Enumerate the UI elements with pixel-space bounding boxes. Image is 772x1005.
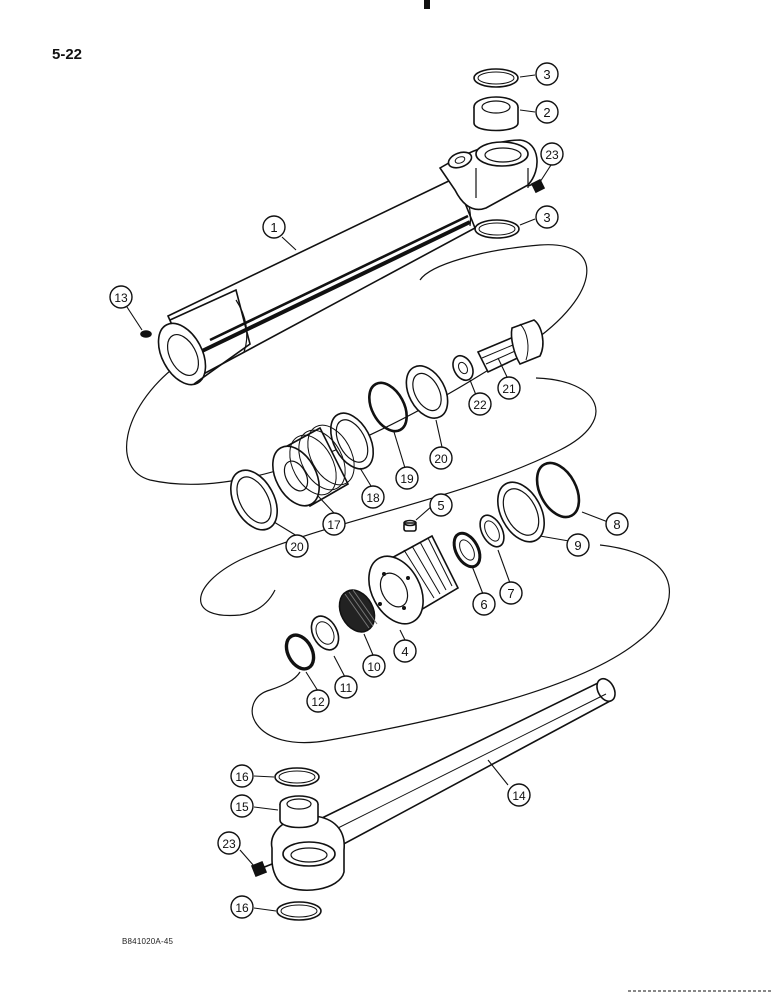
ring-part-20-lower bbox=[230, 469, 278, 531]
callout-4: 4 bbox=[393, 639, 417, 663]
callout-7-label: 7 bbox=[507, 586, 514, 601]
leader-lines bbox=[126, 74, 609, 912]
callout-21-label: 21 bbox=[502, 382, 516, 396]
callout-17: 17 bbox=[322, 512, 346, 536]
callout-22-label: 22 bbox=[473, 398, 487, 412]
callout-5-label: 5 bbox=[437, 498, 444, 513]
ring-part-6 bbox=[452, 531, 482, 569]
bushing-part-2 bbox=[473, 96, 519, 132]
callout-8-label: 8 bbox=[613, 517, 620, 532]
callouts: 3 2 23 3 1 13 21 22 bbox=[109, 62, 629, 919]
callout-16-bottom-label: 16 bbox=[235, 901, 249, 915]
callout-19: 19 bbox=[395, 466, 419, 490]
callout-18: 18 bbox=[361, 485, 385, 509]
callout-4-label: 4 bbox=[401, 644, 408, 659]
callout-18-label: 18 bbox=[366, 491, 380, 505]
seal-part-16-top bbox=[274, 767, 320, 787]
callout-23-bottom: 23 bbox=[217, 831, 241, 855]
callout-17-label: 17 bbox=[327, 518, 341, 532]
bushing-part-15 bbox=[279, 795, 319, 829]
guide-loop-upper bbox=[126, 244, 588, 485]
callout-5: 5 bbox=[429, 493, 453, 517]
callout-3-bottom-label: 3 bbox=[543, 210, 550, 225]
grease-fitting-top bbox=[527, 178, 546, 194]
callout-21: 21 bbox=[497, 376, 521, 400]
callout-23-top-label: 23 bbox=[545, 148, 559, 162]
callout-20-upper-label: 20 bbox=[434, 452, 448, 466]
callout-20-lower: 20 bbox=[285, 534, 309, 558]
figure-code: B841020A-45 bbox=[122, 937, 174, 946]
callout-11-label: 11 bbox=[340, 681, 353, 695]
rod-assembly bbox=[270, 677, 616, 892]
ring-part-19 bbox=[368, 381, 408, 433]
callout-16-top: 16 bbox=[230, 764, 254, 788]
grease-fitting-bottom bbox=[250, 860, 273, 878]
callout-23-bottom-label: 23 bbox=[222, 837, 236, 851]
callout-12-label: 12 bbox=[311, 695, 325, 709]
callout-11: 11 bbox=[334, 675, 358, 699]
callout-13: 13 bbox=[109, 285, 133, 309]
callout-23-top: 23 bbox=[540, 142, 564, 166]
ring-part-12 bbox=[284, 633, 316, 671]
callout-19-label: 19 bbox=[400, 472, 414, 486]
callout-20-upper: 20 bbox=[429, 446, 453, 470]
bolt-part-21 bbox=[476, 319, 544, 374]
callout-3-top-label: 3 bbox=[543, 67, 550, 82]
ring-part-7 bbox=[479, 514, 505, 548]
ring-part-8 bbox=[535, 461, 581, 519]
callout-6-label: 6 bbox=[480, 597, 487, 612]
callout-12: 12 bbox=[306, 689, 330, 713]
callout-16-bottom: 16 bbox=[230, 895, 254, 919]
callout-1-label: 1 bbox=[270, 220, 277, 235]
callout-3-top: 3 bbox=[535, 62, 559, 86]
callout-6: 6 bbox=[472, 592, 496, 616]
callout-15-label: 15 bbox=[235, 800, 249, 814]
callout-1: 1 bbox=[262, 215, 286, 239]
guide-loop-middle bbox=[200, 377, 597, 617]
seal-part-3-bottom bbox=[474, 219, 520, 239]
callout-2-label: 2 bbox=[543, 105, 550, 120]
plug-part-5 bbox=[403, 519, 417, 532]
callout-14-label: 14 bbox=[512, 789, 526, 803]
callout-7: 7 bbox=[499, 581, 523, 605]
callout-3-bottom: 3 bbox=[535, 205, 559, 229]
callout-13-label: 13 bbox=[114, 291, 128, 305]
page-number: 5-22 bbox=[52, 46, 83, 63]
callout-15: 15 bbox=[230, 794, 254, 818]
seal-part-16-bottom bbox=[276, 901, 322, 921]
callout-8: 8 bbox=[605, 512, 629, 536]
callout-9: 9 bbox=[566, 533, 590, 557]
guide-loop-lower bbox=[251, 544, 670, 744]
gland-head-part-4 bbox=[368, 534, 460, 625]
callout-10: 10 bbox=[362, 654, 386, 678]
seal-part-3-top bbox=[473, 68, 519, 88]
barrel-assembly bbox=[157, 139, 538, 386]
callout-16-top-label: 16 bbox=[235, 770, 249, 784]
ring-part-9 bbox=[497, 481, 545, 543]
callout-10-label: 10 bbox=[367, 660, 381, 674]
wiper-part-10 bbox=[338, 589, 378, 633]
callout-20-lower-label: 20 bbox=[290, 540, 304, 554]
callout-14: 14 bbox=[507, 783, 531, 807]
callout-9-label: 9 bbox=[574, 538, 581, 553]
callout-22: 22 bbox=[468, 392, 492, 416]
piston-part-17 bbox=[272, 424, 355, 508]
ring-part-11 bbox=[310, 615, 340, 651]
set-screw-13 bbox=[140, 330, 152, 338]
edge-mark bbox=[424, 0, 430, 9]
ring-part-20-upper bbox=[405, 365, 449, 419]
callout-2: 2 bbox=[535, 100, 559, 124]
washer-part-22 bbox=[452, 354, 474, 382]
